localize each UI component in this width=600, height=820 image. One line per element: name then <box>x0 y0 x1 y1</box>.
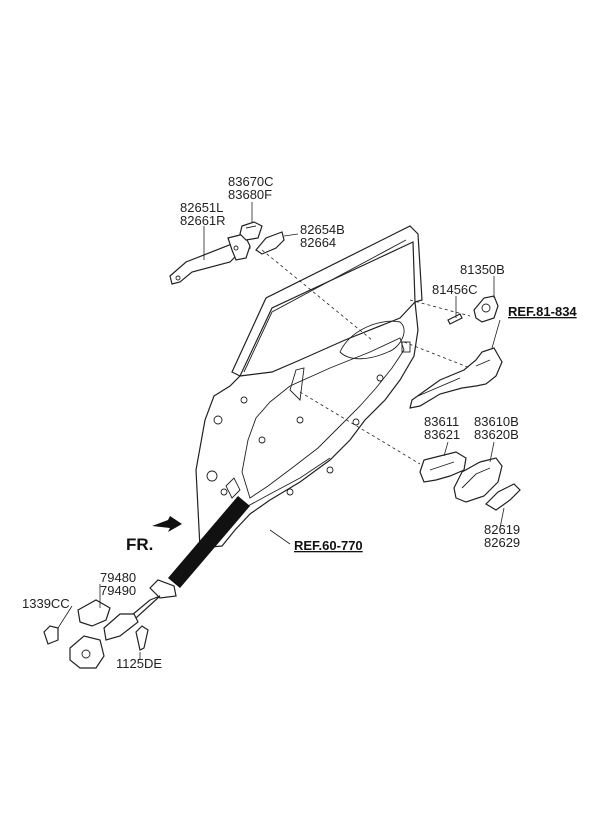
label-82619: 82619 <box>484 522 520 537</box>
label-1339CC: 1339CC <box>22 596 70 611</box>
leader-lines <box>57 202 505 660</box>
bolt-1125DE <box>135 625 149 651</box>
label-79490: 79490 <box>100 583 136 598</box>
door-checker <box>69 579 177 669</box>
label-82629: 82629 <box>484 535 520 550</box>
label-82664: 82664 <box>300 235 336 250</box>
label-ref-60-770: REF.60-770 <box>294 538 363 553</box>
handle-cap <box>239 221 263 241</box>
label-1125DE: 1125DE <box>116 656 162 671</box>
label-79480: 79480 <box>100 570 136 585</box>
inside-handle-housing <box>453 457 503 503</box>
label-81456C: 81456C <box>432 282 478 297</box>
screw-81456C <box>447 313 463 325</box>
label-83610B: 83610B <box>474 414 519 429</box>
label-81350B: 81350B <box>460 262 505 277</box>
front-arrow <box>152 516 182 532</box>
label-fr: FR. <box>126 535 153 554</box>
nut-1339CC <box>43 625 59 645</box>
label-83611: 83611 <box>424 414 459 429</box>
label-83621: 83621 <box>424 427 460 442</box>
door-panel <box>195 225 423 549</box>
latch-actuator <box>409 347 503 409</box>
label-83680F: 83680F <box>228 187 272 202</box>
inside-bezel <box>485 483 521 511</box>
label-83670C: 83670C <box>228 174 274 189</box>
label-82651L: 82651L <box>180 200 223 215</box>
door-latch <box>473 295 499 323</box>
inside-handle <box>419 451 467 483</box>
checker-strap <box>168 496 250 588</box>
outside-handle <box>169 233 251 285</box>
label-82661R: 82661R <box>180 213 226 228</box>
label-83620B: 83620B <box>474 427 519 442</box>
part-labels: 83670C 83680F 82651L 82661R 82654B 82664… <box>22 174 577 671</box>
label-82654B: 82654B <box>300 222 345 237</box>
label-ref-81-834: REF.81-834 <box>508 304 577 319</box>
handle-bezel <box>255 231 285 255</box>
